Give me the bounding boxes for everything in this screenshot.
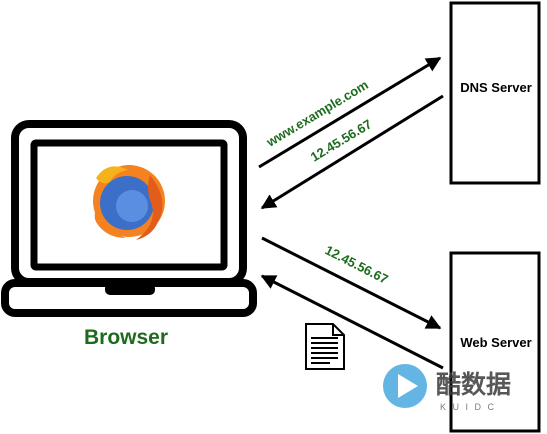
- watermark-play-icon: [383, 364, 427, 408]
- web-server-label: Web Server: [460, 335, 531, 350]
- arrow-web-response: [260, 274, 444, 370]
- arrow-dns-query: [258, 56, 442, 169]
- watermark: 酷数据 K U I D C: [383, 364, 511, 412]
- firefox-logo-icon: [93, 165, 165, 240]
- arrow-web-request: [261, 236, 442, 330]
- web-request-label: 12.45.56.67: [323, 242, 391, 287]
- dns-server-label: DNS Server: [460, 80, 532, 95]
- arrow-dns-reply: [260, 94, 444, 210]
- web-server-box: Web Server: [449, 251, 541, 433]
- dns-server-box: DNS Server: [449, 1, 541, 185]
- watermark-subtext: K U I D C: [440, 402, 496, 412]
- document-icon: [305, 323, 345, 370]
- watermark-text: 酷数据: [436, 370, 511, 399]
- browser-label: Browser: [84, 326, 168, 349]
